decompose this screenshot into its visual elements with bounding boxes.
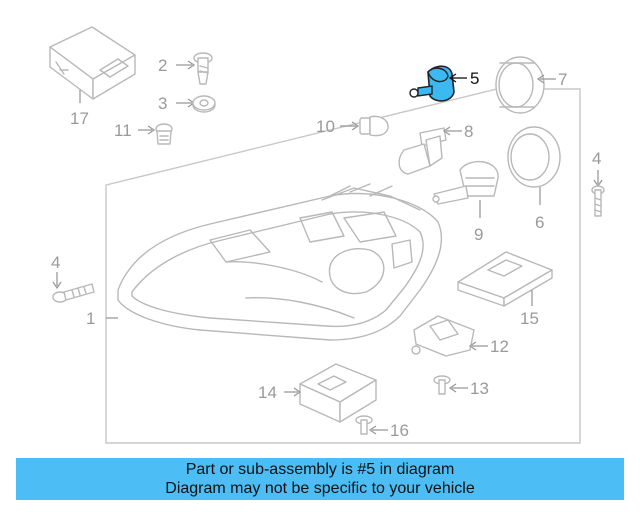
part-17-control-module[interactable] <box>49 26 136 103</box>
callout-12: 12 <box>490 337 509 356</box>
callout-9: 9 <box>474 225 483 244</box>
caption-line-1: Part or sub-assembly is #5 in diagram <box>185 461 455 478</box>
part-11-clip[interactable] <box>138 123 173 145</box>
part-8-h7-bulb[interactable] <box>398 126 462 175</box>
callout-16: 16 <box>390 421 409 440</box>
callout-10: 10 <box>316 117 335 136</box>
part-3-washer[interactable] <box>176 95 216 113</box>
callout-1: 1 <box>86 309 95 328</box>
part-5-bulb-socket[interactable] <box>409 65 467 102</box>
assembly-boundary <box>105 88 581 444</box>
part-7-seal-ring[interactable] <box>495 56 556 114</box>
callout-14: 14 <box>258 383 277 402</box>
callout-4-right: 4 <box>592 149 601 168</box>
callout-2: 2 <box>158 56 167 75</box>
callout-8: 8 <box>464 122 473 141</box>
part-12-bracket[interactable] <box>411 315 488 357</box>
caption-banner: Part or sub-assembly is #5 in diagram Di… <box>16 458 624 500</box>
callout-4-left: 4 <box>51 253 60 272</box>
part-15-module[interactable] <box>457 251 553 307</box>
part-13-screw[interactable] <box>433 375 468 395</box>
callout-13: 13 <box>470 379 489 398</box>
part-1-headlamp-housing[interactable] <box>106 183 443 341</box>
callout-17: 17 <box>70 109 89 128</box>
part-4-bolt-left[interactable] <box>52 272 95 303</box>
part-6-cover-ring[interactable] <box>507 126 561 205</box>
part-9-xenon-bulb[interactable] <box>432 160 499 218</box>
part-14-ballast-module[interactable] <box>284 363 377 423</box>
part-4-screw-right[interactable] <box>591 170 605 217</box>
callout-7: 7 <box>558 70 567 89</box>
callout-5: 5 <box>470 69 479 88</box>
callout-11: 11 <box>114 121 132 140</box>
part-10-bulb[interactable] <box>340 115 389 137</box>
part-16-screw[interactable] <box>355 415 388 435</box>
callout-6: 6 <box>535 213 544 232</box>
callout-15: 15 <box>520 309 539 328</box>
part-2-screw[interactable] <box>176 52 213 85</box>
caption-line-2: Diagram may not be specific to your vehi… <box>165 480 475 497</box>
callout-3: 3 <box>158 94 167 113</box>
